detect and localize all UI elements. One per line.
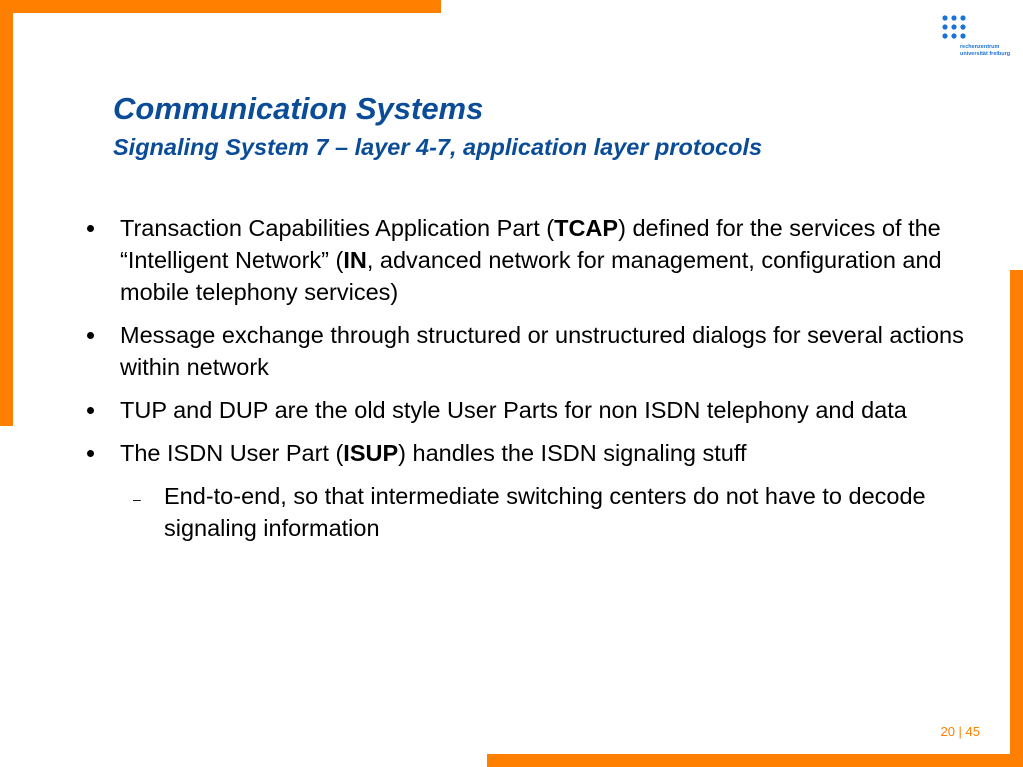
sub-bullet-item: – End-to-end, so that intermediate switc…	[85, 480, 975, 544]
bullet-bold-term: ISUP	[343, 440, 399, 466]
bullet-text: ) defined for the services of the “Intel…	[120, 215, 941, 273]
frame-accent-right	[1010, 270, 1023, 767]
bullet-dot-icon	[87, 225, 94, 232]
frame-accent-top	[0, 0, 441, 13]
bullet-dot-icon	[87, 332, 94, 339]
bullet-text: Message exchange through structured or u…	[120, 322, 964, 380]
slide-title: Communication Systems	[113, 91, 484, 126]
bullet-text: Transaction Capabilities Application Par…	[120, 215, 555, 241]
page-number: 20 | 45	[940, 724, 980, 739]
bullet-text: TUP and DUP are the old style User Parts…	[120, 397, 907, 423]
bullet-bold-term: TCAP	[554, 215, 619, 241]
frame-accent-left	[0, 0, 13, 426]
bullet-text: The ISDN User Part (	[120, 440, 344, 466]
bullet-item: Message exchange through structured or u…	[85, 319, 975, 383]
frame-accent-bottom	[487, 754, 1023, 767]
slide-content: Transaction Capabilities Application Par…	[85, 212, 975, 544]
logo-line-2: universität freiburg	[960, 50, 1011, 57]
rz-dot-grid-icon	[942, 15, 966, 39]
bullet-item: The ISDN User Part (ISUP) handles the IS…	[85, 437, 975, 469]
bullet-item: TUP and DUP are the old style User Parts…	[85, 394, 975, 426]
dash-marker-icon: –	[133, 491, 141, 507]
bullet-dot-icon	[87, 407, 94, 414]
bullet-text: , advanced network for management, confi…	[120, 247, 942, 305]
logo-wordmark: rechenzentrum universität freiburg	[960, 44, 1010, 57]
bullet-text: ) handles the ISDN signaling stuff	[398, 440, 747, 466]
bullet-bold-term: IN	[343, 247, 367, 273]
sub-bullet-text: End-to-end, so that intermediate switchi…	[164, 483, 926, 541]
logo-line-1: rechenzentrum	[960, 44, 1000, 50]
bullet-item: Transaction Capabilities Application Par…	[85, 212, 975, 308]
bullet-dot-icon	[87, 450, 94, 457]
slide-subtitle: Signaling System 7 – layer 4-7, applicat…	[113, 134, 763, 160]
